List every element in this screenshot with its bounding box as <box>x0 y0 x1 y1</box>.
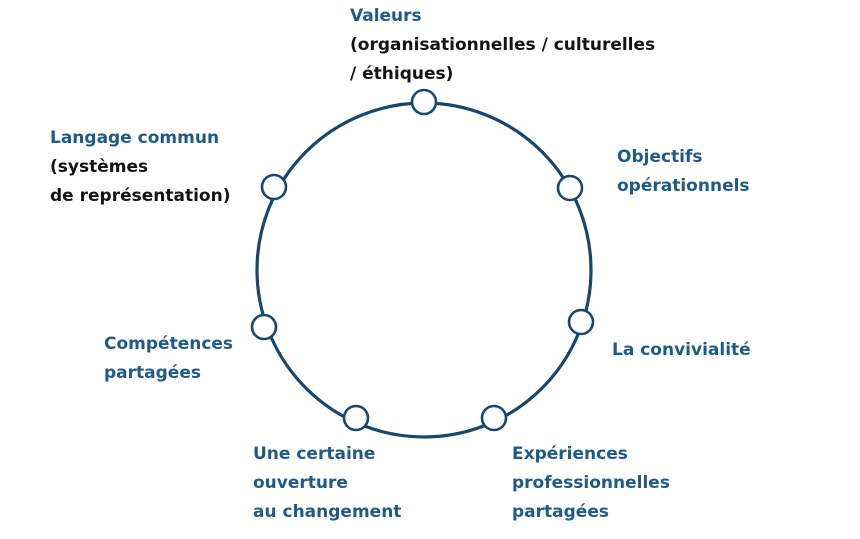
label-experiences-line-2: professionnelles <box>512 473 670 493</box>
node-competences <box>250 313 278 341</box>
node-experiences <box>480 404 508 432</box>
label-langage-title: Langage commun <box>50 128 220 148</box>
label-objectifs-line-2: opérationnels <box>617 176 750 196</box>
label-valeurs-detail-2: / éthiques) <box>350 64 454 84</box>
node-valeurs <box>410 88 438 116</box>
label-convivialite: La convivialité <box>612 336 751 365</box>
label-experiences-line-1: Expériences <box>512 444 628 464</box>
node-convivialite <box>567 308 595 336</box>
label-competences-line-2: partagées <box>104 363 201 383</box>
label-experiences: Expériences professionnelles partagées <box>512 440 670 527</box>
label-valeurs: Valeurs (organisationnelles / culturelle… <box>350 2 655 89</box>
label-ouverture-line-1: Une certaine <box>253 444 376 464</box>
label-langage-detail-2: de représentation) <box>50 186 231 206</box>
label-ouverture-line-2: ouverture <box>253 473 348 493</box>
node-langage <box>260 173 288 201</box>
label-valeurs-title: Valeurs <box>350 6 422 26</box>
label-ouverture: Une certaine ouverture au changement <box>253 440 401 527</box>
label-convivialite-title: La convivialité <box>612 340 751 360</box>
label-langage: Langage commun (systèmes de représentati… <box>50 124 230 211</box>
label-valeurs-detail-1: (organisationnelles / culturelles <box>350 35 656 55</box>
label-competences: Compétences partagées <box>104 330 233 388</box>
node-objectifs <box>556 174 584 202</box>
label-objectifs: Objectifs opérationnels <box>617 143 750 201</box>
cycle-ring <box>255 101 593 439</box>
label-objectifs-line-1: Objectifs <box>617 147 703 167</box>
label-competences-line-1: Compétences <box>104 334 234 354</box>
node-ouverture <box>342 404 370 432</box>
label-langage-detail-1: (systèmes <box>50 157 149 177</box>
label-experiences-line-3: partagées <box>512 502 609 522</box>
label-ouverture-line-3: au changement <box>253 502 402 522</box>
